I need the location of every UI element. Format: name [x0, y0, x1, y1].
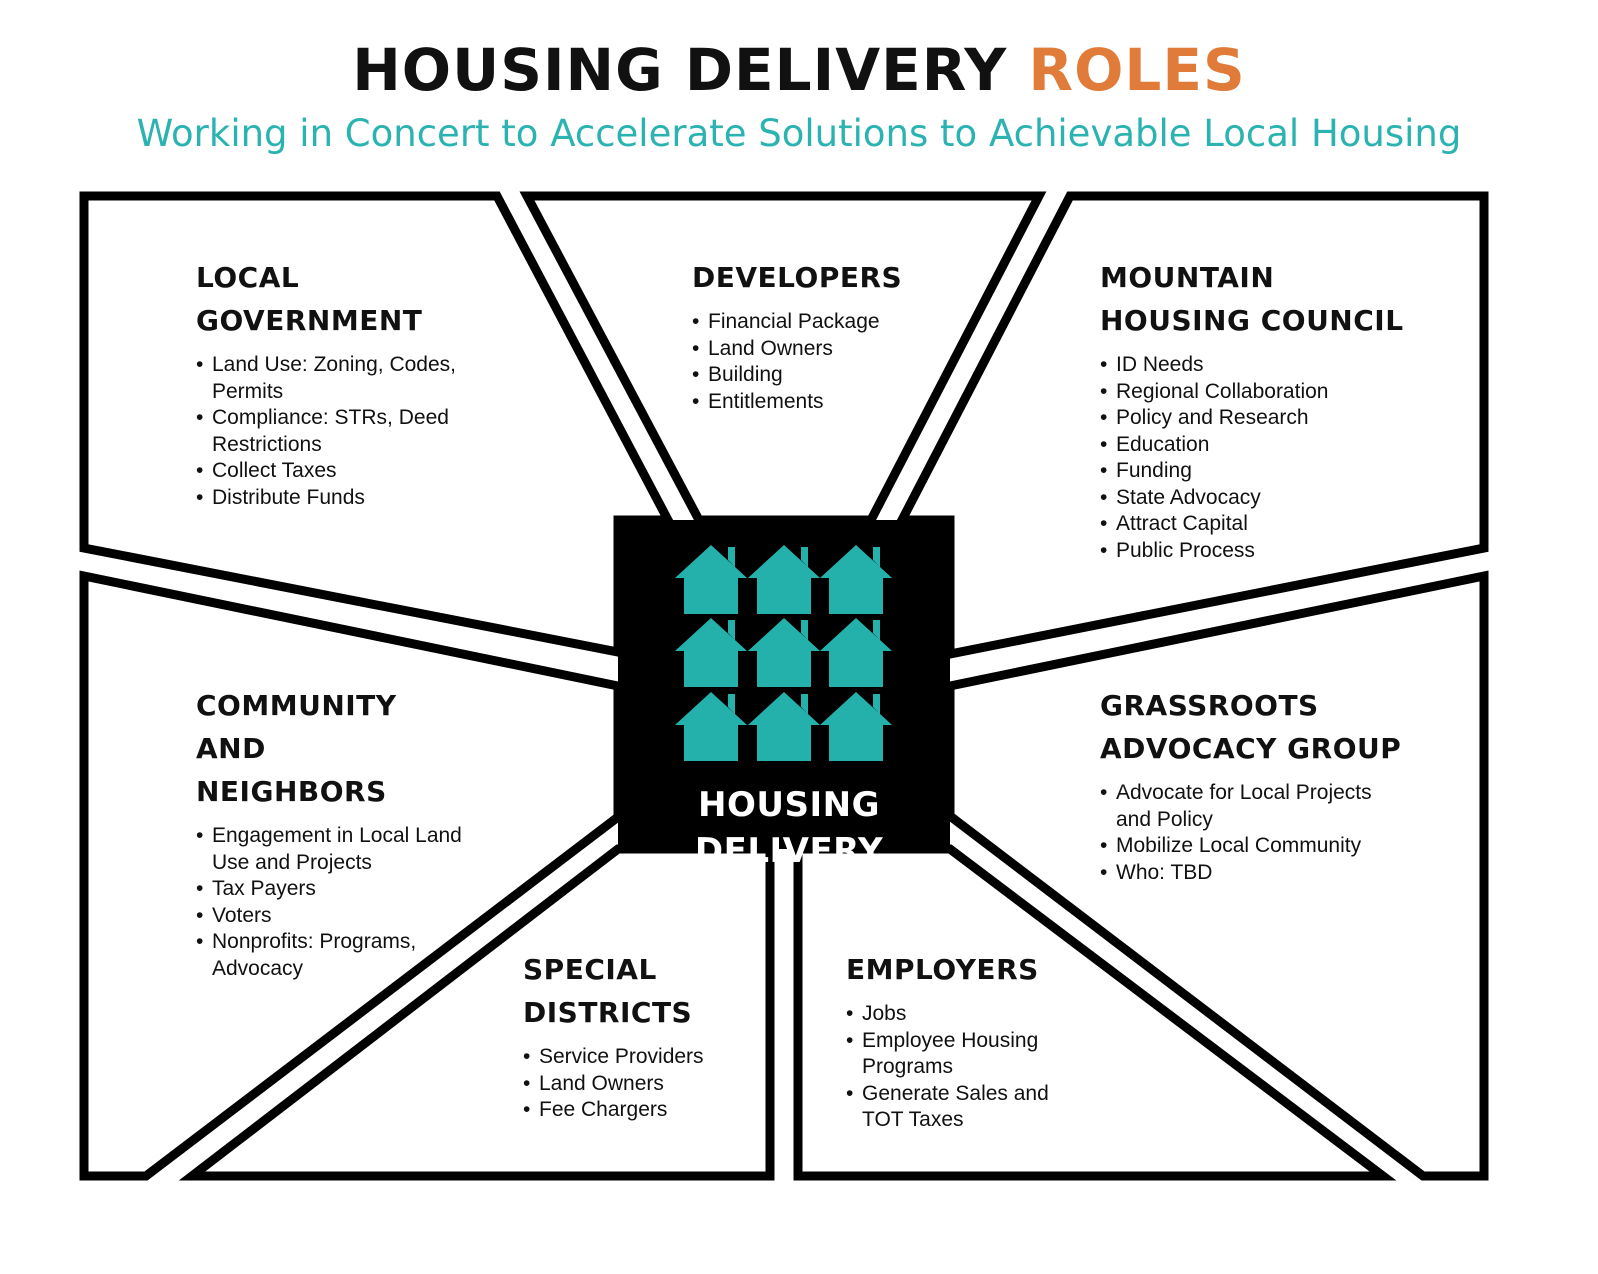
list-item: Generate Sales and TOT Taxes: [846, 1081, 1086, 1134]
section-employers: EMPLOYERS JobsEmployee Housing ProgramsG…: [846, 948, 1086, 1134]
list-item: Mobilize Local Community: [1100, 833, 1410, 860]
list-item: Collect Taxes: [196, 458, 526, 485]
house-icon: [820, 545, 892, 614]
list-item: Education: [1100, 432, 1440, 459]
house-icon: [748, 692, 820, 761]
list-item: Fee Chargers: [523, 1097, 748, 1124]
list-item: Nonprofits: Programs, Advocacy: [196, 929, 466, 982]
list-item: ID Needs: [1100, 352, 1440, 379]
house-icon: [748, 545, 820, 614]
list-item: Distribute Funds: [196, 485, 526, 512]
house-icon: [675, 545, 747, 614]
list-item: Financial Package: [692, 309, 932, 336]
list-item: Jobs: [846, 1001, 1086, 1028]
section-title: EMPLOYERS: [846, 953, 1039, 986]
list-item: Who: TBD: [1100, 860, 1410, 887]
house-grid: [675, 545, 892, 761]
house-icon: [675, 692, 747, 761]
list-item: State Advocacy: [1100, 485, 1440, 512]
item-list: Engagement in Local Land Use and Project…: [196, 823, 466, 982]
item-list: ID NeedsRegional CollaborationPolicy and…: [1100, 352, 1440, 564]
list-item: Public Process: [1100, 538, 1440, 565]
list-item: Tax Payers: [196, 876, 466, 903]
list-item: Regional Collaboration: [1100, 379, 1440, 406]
list-item: Funding: [1100, 458, 1440, 485]
title-main: HOUSING DELIVERY: [352, 36, 1008, 104]
house-icon: [820, 618, 892, 687]
list-item: Land Owners: [692, 336, 932, 363]
section-local-government: LOCAL GOVERNMENT Land Use: Zoning, Codes…: [196, 256, 526, 511]
item-list: Land Use: Zoning, Codes, PermitsComplian…: [196, 352, 526, 511]
house-icon: [748, 618, 820, 687]
list-item: Building: [692, 362, 932, 389]
section-title: LOCAL GOVERNMENT: [196, 261, 423, 337]
list-item: Voters: [196, 903, 466, 930]
house-icon: [675, 618, 747, 687]
section-title: DEVELOPERS: [692, 261, 903, 294]
page-title: HOUSING DELIVERY ROLES: [0, 34, 1598, 106]
title-accent: ROLES: [1028, 36, 1246, 104]
item-list: Advocate for Local Projects and PolicyMo…: [1100, 780, 1410, 886]
list-item: Service Providers: [523, 1044, 748, 1071]
list-item: Engagement in Local Land Use and Project…: [196, 823, 466, 876]
hub-label: HOUSING DELIVERY: [694, 785, 884, 871]
house-icon: [820, 692, 892, 761]
list-item: Policy and Research: [1100, 405, 1440, 432]
list-item: Land Use: Zoning, Codes, Permits: [196, 352, 526, 405]
list-item: Land Owners: [523, 1071, 748, 1098]
list-item: Advocate for Local Projects and Policy: [1100, 780, 1410, 833]
panel-community-neighbors: [79, 570, 623, 1181]
page-subtitle: Working in Concert to Accelerate Solutio…: [136, 112, 1462, 155]
list-item: Attract Capital: [1100, 511, 1440, 538]
item-list: Financial PackageLand OwnersBuildingEnti…: [692, 309, 932, 415]
section-developers: DEVELOPERS Financial PackageLand OwnersB…: [692, 256, 932, 415]
list-item: Employee Housing Programs: [846, 1028, 1086, 1081]
list-item: Compliance: STRs, Deed Restrictions: [196, 405, 526, 458]
list-item: Entitlements: [692, 389, 932, 416]
item-list: JobsEmployee Housing ProgramsGenerate Sa…: [846, 1001, 1086, 1134]
item-list: Service ProvidersLand OwnersFee Chargers: [523, 1044, 748, 1124]
